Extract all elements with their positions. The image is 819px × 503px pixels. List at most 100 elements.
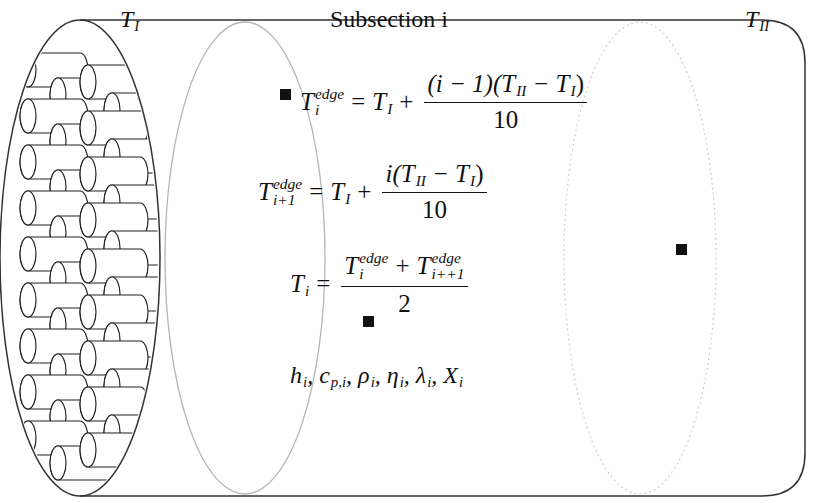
equation-text: , ρ xyxy=(346,362,370,390)
equation-text: Subsection i xyxy=(330,6,448,34)
equation-text: p,i xyxy=(331,374,346,391)
equation-text: (i − 1)(T xyxy=(427,70,515,99)
rod xyxy=(80,433,148,467)
numerator: Tedgei+Tedgei++1 xyxy=(341,250,467,283)
marker-square xyxy=(676,244,687,255)
equation-text: T xyxy=(290,270,304,299)
denominator: 10 xyxy=(419,196,450,225)
rod-end xyxy=(20,237,36,271)
equation-text: T xyxy=(417,252,431,281)
equation: Tedgei=TI+(i − 1)(TII− TI)10 xyxy=(300,70,591,135)
rod-end xyxy=(20,53,36,87)
equation-text: II xyxy=(416,172,426,190)
equation-text: = xyxy=(309,178,323,207)
subsection-end xyxy=(564,22,716,494)
equation-text: I xyxy=(345,190,350,208)
denominator: 2 xyxy=(395,290,414,319)
equation-text: 10 xyxy=(493,106,518,135)
equation-text: = xyxy=(351,88,365,117)
equation: Ti=Tedgei+Tedgei++12 xyxy=(290,250,472,318)
section-label: Subsection i xyxy=(330,6,448,34)
rod-end xyxy=(80,157,96,191)
fraction: i(TII − TI) 10 xyxy=(382,160,486,225)
subsection-start xyxy=(165,22,325,494)
equation-text: 2 xyxy=(398,290,411,319)
equation-text: T xyxy=(372,88,386,117)
sub-superscript: edgei xyxy=(315,86,344,119)
marker-square xyxy=(280,89,291,100)
rod-end xyxy=(20,329,36,363)
rod-end xyxy=(80,341,96,375)
rod-bundle xyxy=(20,53,172,480)
rod-end xyxy=(20,145,36,179)
equation-text: i+1 xyxy=(273,192,302,208)
temperature-label: TI xyxy=(120,6,139,34)
equation-text: i xyxy=(427,374,431,391)
equation-text: I xyxy=(470,172,475,190)
equation-text: II xyxy=(759,18,769,35)
equation-text: i xyxy=(303,374,307,391)
pipe-outline xyxy=(80,20,805,496)
rod-end xyxy=(20,283,36,317)
equation: Tedgei+1=TI+i(TII− TI)10 xyxy=(258,160,491,225)
equation-text: − T xyxy=(533,70,570,99)
rod-end xyxy=(80,65,96,99)
equation-text: T xyxy=(745,6,758,34)
denominator: 10 xyxy=(490,106,521,135)
equation-text: , η xyxy=(375,362,399,390)
rod-end xyxy=(80,203,96,237)
fraction: Tedgei+Tedgei++12 xyxy=(341,250,467,318)
equation-text: T xyxy=(330,178,344,207)
equation-text: i xyxy=(400,374,404,391)
fraction: (i − 1)(TII − TI) 10 xyxy=(424,70,587,135)
rod-end xyxy=(80,249,96,283)
rod-end xyxy=(80,387,96,421)
equation-text: + xyxy=(396,252,410,281)
temperature-label: TII xyxy=(745,6,769,34)
equation-text: i xyxy=(305,282,309,300)
equation-text: T xyxy=(258,178,272,207)
fraction-bar xyxy=(382,192,486,193)
equation-text: i++1 xyxy=(432,266,465,282)
sub-superscript: edgei xyxy=(359,250,388,283)
equation-text: I xyxy=(571,82,576,100)
fraction-bar xyxy=(424,102,587,103)
equation-text: edge xyxy=(315,86,344,102)
equation-text: , c xyxy=(307,362,330,390)
equation-text: II xyxy=(516,82,526,100)
equation-text: i xyxy=(315,102,344,118)
equation-text: i xyxy=(459,374,463,391)
equation-text: edge xyxy=(273,176,302,192)
equation-text: + xyxy=(399,88,413,117)
rod-end xyxy=(80,295,96,329)
equation-text: T xyxy=(120,6,133,34)
sub-superscript: edgei++1 xyxy=(432,250,465,283)
property-list: hi, cp,i, ρi, ηi, λi, Xi xyxy=(290,362,463,390)
sub-superscript: edgei+1 xyxy=(273,176,302,209)
equation-text: ) xyxy=(475,160,483,189)
equation-text: T xyxy=(344,252,358,281)
equation-text: I xyxy=(134,18,139,35)
rod-end xyxy=(80,111,96,145)
equation-text: 10 xyxy=(422,196,447,225)
numerator: i(TII − TI) xyxy=(382,160,486,189)
equation-text: h xyxy=(290,362,302,390)
equation-text: i(T xyxy=(385,160,414,189)
rod-end xyxy=(20,99,36,133)
equation-text: ) xyxy=(576,70,584,99)
rod-end xyxy=(80,433,96,467)
equation-text: edge xyxy=(359,250,388,266)
equation-text: + xyxy=(357,178,371,207)
rod-end xyxy=(20,375,36,409)
equation-text: T xyxy=(300,88,314,117)
rod-end xyxy=(20,191,36,225)
equation-text: , λ xyxy=(404,362,426,390)
fraction-bar xyxy=(341,286,467,287)
marker-square xyxy=(363,316,374,327)
equation-text: I xyxy=(387,100,392,118)
rod-end xyxy=(50,446,66,480)
equation-text: − T xyxy=(432,160,469,189)
numerator: (i − 1)(TII − TI) xyxy=(424,70,587,99)
equation-text: i xyxy=(359,266,388,282)
